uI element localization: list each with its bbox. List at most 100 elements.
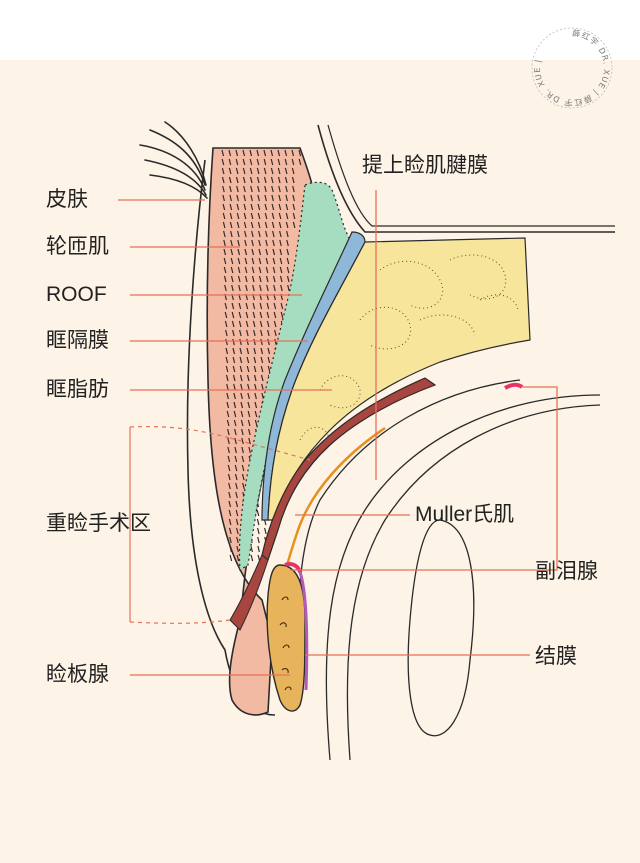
hatch-mark: [252, 284, 255, 292]
hatch-mark: [250, 194, 253, 202]
hatch-mark: [251, 248, 255, 256]
label-orbicularis: 轮匝肌: [46, 234, 109, 258]
hatch-mark: [277, 167, 281, 175]
hatch-mark: [257, 536, 260, 544]
hatch-mark: [285, 203, 289, 211]
hatch-mark: [235, 482, 238, 490]
hatch-mark: [265, 257, 269, 265]
hatch-mark: [241, 446, 244, 454]
hatch-mark: [247, 410, 251, 418]
hatch-mark: [272, 248, 276, 256]
hatch-mark: [242, 149, 246, 157]
hatch-mark: [229, 527, 232, 535]
svg-text:薛红宇 DR. XUE | 薛红宇 DR. XUE |: 薛红宇 DR. XUE | 薛红宇 DR. XUE |: [533, 28, 611, 108]
hatch-mark: [228, 167, 232, 175]
hatch-mark: [229, 194, 232, 202]
hatch-mark: [228, 149, 232, 157]
hatch-mark: [236, 203, 240, 211]
hatch-mark: [270, 167, 274, 175]
hatch-mark: [230, 230, 233, 238]
hatch-mark: [242, 176, 246, 184]
hatch-mark: [259, 311, 263, 319]
hatch-mark: [249, 167, 253, 175]
hatch-mark: [221, 158, 225, 166]
hatch-mark: [286, 275, 290, 283]
hatch-mark: [272, 275, 276, 283]
hatch-mark: [279, 239, 282, 247]
hatch-mark: [236, 554, 240, 562]
hatch-mark: [230, 239, 233, 247]
hatch-mark: [260, 338, 263, 346]
hatch-mark: [237, 239, 240, 247]
accessory-gland-pink-upper: [504, 382, 524, 390]
leader-lines: [118, 190, 558, 676]
hatch-mark: [235, 491, 238, 499]
hatch-mark: [264, 221, 268, 229]
hatch-mark: [251, 257, 255, 265]
hatch-mark: [237, 266, 241, 274]
hatch-mark: [277, 158, 281, 166]
hatch-mark: [291, 158, 295, 166]
seal-text: 薛红宇 DR. XUE | 薛红宇 DR. XUE |: [533, 28, 610, 108]
surgery-zone-bracket: [129, 425, 311, 624]
hatch-mark: [257, 203, 261, 211]
hatch-mark: [266, 320, 270, 328]
muller-muscle: [284, 426, 386, 571]
hatch-mark: [284, 176, 288, 184]
hatch-mark: [229, 554, 233, 562]
hatch-mark: [287, 284, 290, 292]
leader-accessory-lacrimal: [290, 386, 558, 571]
hatch-mark: [270, 176, 274, 184]
hatch-mark: [263, 167, 267, 175]
hatch-mark: [248, 446, 251, 454]
hatch-mark: [222, 203, 226, 211]
hatch-mark: [237, 230, 240, 238]
hatch-mark: [285, 194, 288, 202]
hatch-mark: [221, 176, 225, 184]
hatch-mark: [251, 230, 254, 238]
hatch-mark: [264, 212, 268, 220]
conjunctiva-purple-edge: [298, 571, 309, 691]
hatch-mark: [223, 257, 227, 265]
hatch-mark: [227, 446, 230, 454]
hatch-mark: [253, 329, 256, 337]
hatch-mark: [278, 221, 282, 229]
hatch-mark: [260, 365, 264, 373]
hatch-mark: [279, 257, 283, 265]
hatch-mark: [225, 356, 229, 364]
hatch-mark: [285, 212, 289, 220]
hatch-mark: [226, 419, 230, 427]
hatch-mark: [236, 536, 239, 544]
hatch-mark: [260, 356, 264, 364]
hatch-mark: [248, 428, 251, 436]
hatch-mark: [228, 176, 232, 184]
hatch-mark: [239, 356, 243, 364]
hatch-mark: [239, 347, 243, 355]
hatch-mark: [250, 545, 253, 553]
hatch-mark: [253, 338, 256, 346]
hatch-mark: [232, 374, 236, 382]
hatch-mark: [258, 239, 261, 247]
hatch-mark: [248, 437, 251, 445]
hatch-mark: [267, 338, 270, 346]
hatch-mark: [292, 185, 295, 193]
hatch-mark: [256, 176, 260, 184]
hatch-mark: [244, 239, 247, 247]
hatch-mark: [257, 185, 260, 193]
hatch-mark: [253, 356, 257, 364]
hatch-mark: [263, 176, 267, 184]
hatch-mark: [277, 176, 281, 184]
hatch-mark: [258, 275, 262, 283]
hatch-mark: [298, 158, 302, 166]
hatch-mark: [259, 284, 262, 292]
hatch-mark: [258, 257, 262, 265]
hatch-mark: [228, 491, 231, 499]
hatch-mark: [291, 149, 295, 157]
hatch-mark: [227, 464, 231, 472]
hatch-mark: [222, 194, 225, 202]
hatch-mark: [238, 302, 242, 310]
hatch-mark: [243, 203, 247, 211]
hatch-mark: [242, 167, 246, 175]
hatch-mark: [245, 284, 248, 292]
hatch-mark: [246, 347, 250, 355]
